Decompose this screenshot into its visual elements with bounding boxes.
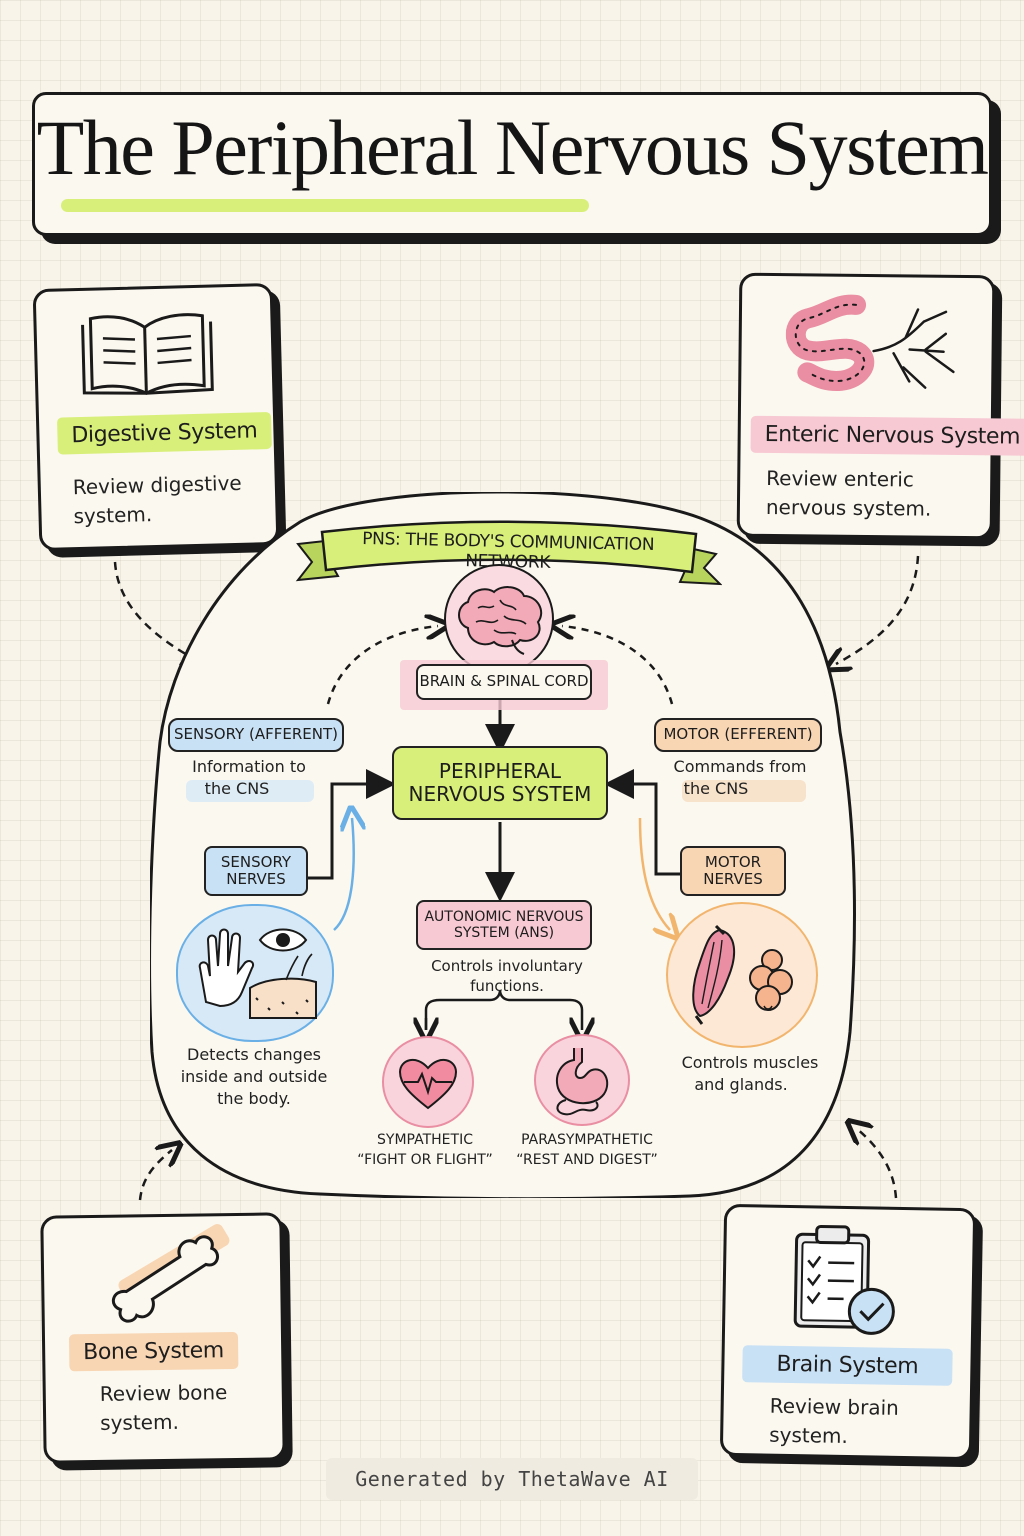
pns-network-panel: PNS: THE BODY'S COMMUNICATION NETWORK BR… [150,492,860,1198]
detects-line3: the body. [217,1089,291,1108]
efferent-from-brain-arrow [562,626,674,705]
card-brain-desc-line2: system. [768,1422,849,1449]
sympathetic-text: SYMPATHETIC “FIGHT OR FLIGHT” [348,1130,502,1170]
brain-spinal-cord-node: BRAIN & SPINAL CORD [416,664,592,700]
title-box: The Peripheral Nervous System [32,92,992,236]
stomach-icon [556,1048,609,1116]
card-enteric-nervous-system[interactable]: Enteric Nervous System Review enteric ne… [736,272,1024,540]
pns-center-node: PERIPHERAL NERVOUS SYSTEM [392,746,608,820]
sensory-nerves-line1: SENSORY [220,852,292,871]
sensory-to-pns-arrow [308,769,396,880]
detects-line1: Detects changes [187,1045,321,1064]
ans-line1: AUTONOMIC NERVOUS [424,908,584,925]
open-book-icon [81,313,214,395]
hand-eye-skin-icon [198,928,317,1019]
intestine-nerve-icon [785,294,955,391]
bone-icon [111,1235,220,1323]
detects-text: Detects changes inside and outside the b… [168,1044,340,1110]
ans-line2: SYSTEM (ANS) [453,925,555,941]
sensory-info-highlight [186,780,314,802]
card-bone-desc-line2: system. [100,1409,180,1435]
sensory-afferent-node: SENSORY (AFFERENT) [168,718,344,752]
pns-line1: PERIPHERAL [438,759,562,783]
title-underline [61,199,589,212]
page-title: The Peripheral Nervous System [36,104,989,191]
card-brain-label: Brain System [742,1345,953,1386]
parasympathetic-text: PARASYMPATHETIC “REST AND DIGEST” [508,1130,666,1170]
parasympathetic-line2: “REST AND DIGEST” [516,1152,658,1168]
muscle-gland-circle [666,902,818,1048]
sensory-up-arrow [333,818,354,931]
heart-icon [398,1058,458,1110]
motor-nerves-node: MOTOR NERVES [680,846,786,896]
pns-to-motor-line [604,769,680,876]
sensory-info-line1: Information to [192,757,306,776]
ans-desc: Controls involuntary functions. [412,956,602,996]
muscle-gland-icon [692,924,793,1025]
motor-info-text: Commands from the CNS [654,756,826,800]
card-bone-desc-line1: Review bone [99,1380,228,1406]
controls-line2: and glands. [694,1075,788,1094]
motor-info-highlight [682,780,806,802]
motor-nerves-line2: NERVES [703,870,763,888]
footer-credit: Generated by ThetaWave AI [326,1458,698,1500]
ans-branch [424,989,582,1030]
ans-desc-line1: Controls involuntary [431,957,583,975]
afferent-to-brain-arrow [326,626,438,705]
ans-node: AUTONOMIC NERVOUS SYSTEM (ANS) [416,900,592,950]
motor-down-arrow [638,817,670,930]
ans-desc-line2: functions. [470,977,544,995]
card-bone-system[interactable]: Bone System Review bone system. [40,1212,286,1464]
card-enteric-desc-line1: Review enteric [766,465,914,492]
motor-info-line1: Commands from [673,757,807,776]
arrow-enteric [836,555,920,664]
card-bone-label: Bone System [68,1331,239,1372]
card-bone-desc: Review bone system. [100,1378,228,1438]
pns-line2: NERVOUS SYSTEM [408,782,592,806]
sympathetic-line1: SYMPATHETIC [377,1132,473,1148]
card-brain-system[interactable]: Brain System Review brain system. [719,1203,977,1461]
card-enteric-label: Enteric Nervous System [750,415,1024,456]
sympathetic-line2: “FIGHT OR FLIGHT” [357,1152,493,1168]
sensory-info-line2: the CNS [204,779,270,798]
arrow-brain [856,1128,898,1199]
banner-ribbon [295,520,722,586]
detects-line2: inside and outside [180,1067,328,1086]
brain-icon [458,586,543,655]
card-brain-desc-line1: Review brain [769,1393,900,1420]
card-brain-desc: Review brain system. [769,1392,899,1452]
motor-nerves-line1: MOTOR [704,852,762,871]
sensory-nerves-node: SENSORY NERVES [204,846,308,896]
card-digestive-label: Digestive System [56,411,272,455]
card-digestive-system[interactable]: Digestive System Review digestive system… [32,282,280,552]
sensory-nerves-line2: NERVES [226,870,286,888]
parasympathetic-line1: PARASYMPATHETIC [521,1132,653,1148]
network-outline [150,492,857,1198]
sensory-info-text: Information to the CNS [164,756,334,800]
controls-line1: Controls muscles [681,1053,819,1072]
arrow-digestive [113,561,196,660]
motor-info-line2: the CNS [683,779,749,798]
arrow-bone [138,1150,172,1201]
clipboard-check-icon [793,1225,895,1335]
controls-text: Controls muscles and glands. [670,1052,830,1096]
motor-efferent-node: MOTOR (EFFERENT) [654,718,822,752]
